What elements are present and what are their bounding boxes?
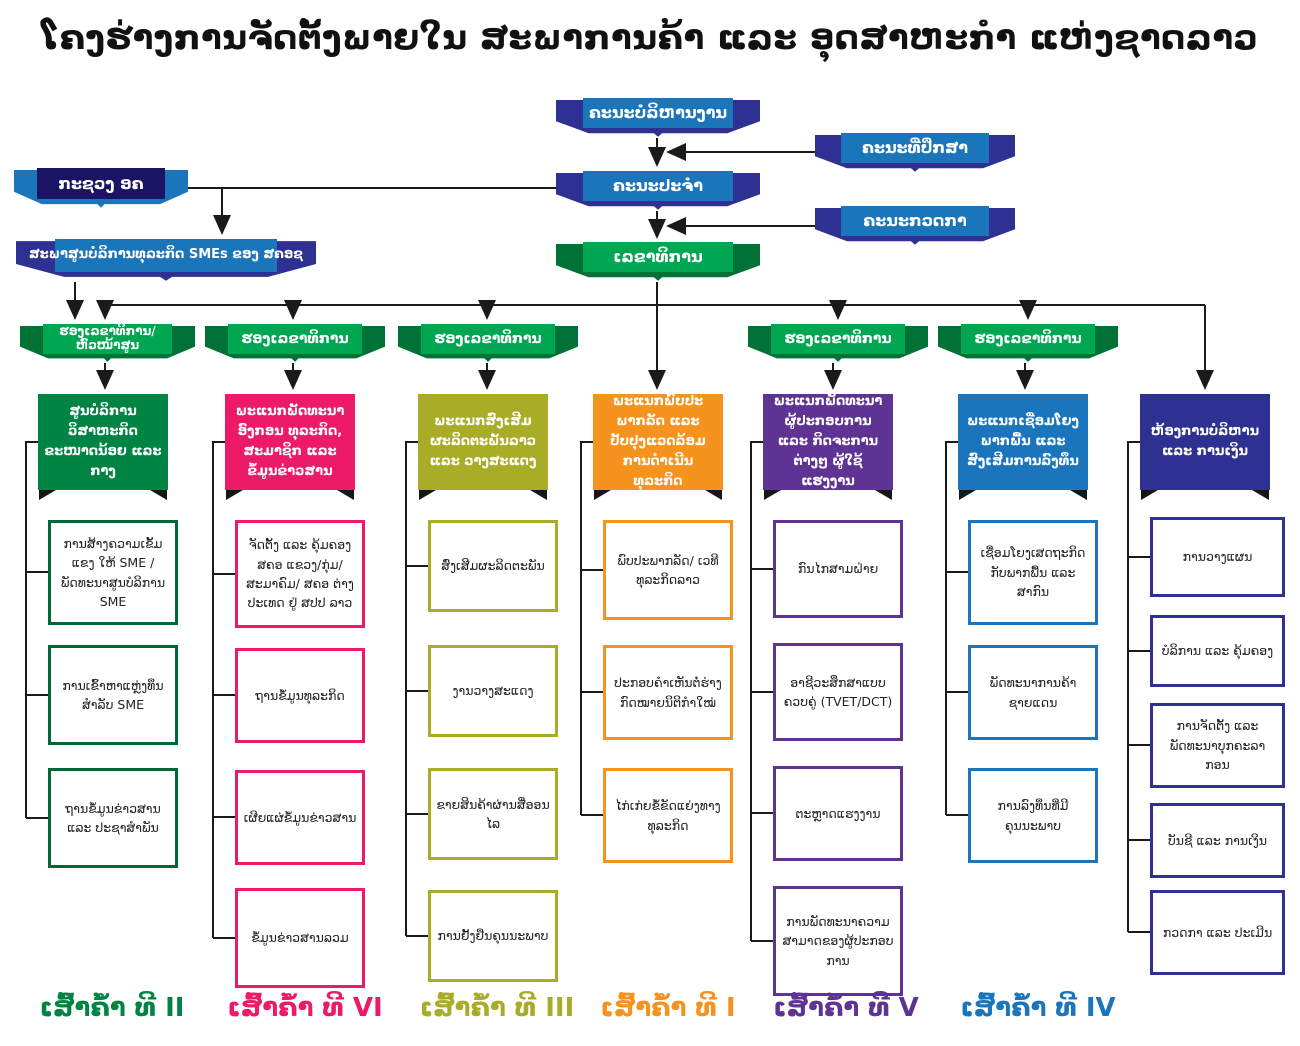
dept-header-label: ພະແນກສົ່ງເສີມ ຜະລິດຕະພັນລາວ ແລະ ວາງສະແດງ bbox=[429, 413, 537, 470]
dept-header-label: ພະແນກພັດທະນາຜູ້ປະກອບການ ແລະ ກິດຈະການຕ່າງ… bbox=[773, 393, 883, 490]
ribbon-center bbox=[55, 239, 277, 272]
sub-box: ການຢັ້ງຢືນຄຸນນະພາບ bbox=[428, 890, 558, 982]
sub-box: ການວາງແຜນ bbox=[1150, 517, 1285, 597]
deputy-label: ຮອງເລຂາທິການ bbox=[784, 331, 892, 348]
sme-council-label: ສະພາສູນບໍລິການທຸລະກິດ SMEs ຂອງ ສຄອຊ bbox=[29, 247, 303, 263]
secretariat-banner: ເລຂາທິການ bbox=[556, 242, 760, 282]
corner-fold-icon bbox=[530, 490, 547, 500]
corner-fold-icon bbox=[1141, 490, 1158, 500]
corner-fold-icon bbox=[959, 490, 976, 500]
deputy-banner-1: ຮອງເລຂາທິການ/ ຫົວໜ້າສູນ bbox=[20, 324, 195, 363]
dept-header-label: ພະແນກພົບປະພາກລັດ ແລະ ປັບປຸງແວດລ້ອມ ການດຳ… bbox=[610, 393, 706, 490]
pillar-label-6: ເສົ້າຄ້ຳ ທີ VI bbox=[227, 993, 383, 1023]
sub-box: ຂາຍສິນຄ້າຜ່ານສື່ອອນໄລ bbox=[428, 768, 558, 860]
sub-box: ຖານຂໍ້ມູນທຸລະກິດ bbox=[235, 648, 365, 743]
corner-fold-icon bbox=[764, 490, 781, 500]
dept-header-regional-integration: ພະແນກເຊື່ອມໂຍງພາກພື້ນ ແລະ ສົ່ງເສີມການລົງ… bbox=[958, 394, 1088, 500]
standing-banner: ຄະນະປະຈຳ bbox=[556, 171, 760, 211]
board-banner: ຄະນະບໍລິຫານງານ bbox=[556, 98, 760, 138]
corner-fold-icon bbox=[594, 490, 611, 500]
deputy-label: ຮອງເລຂາທິການ bbox=[241, 331, 349, 348]
sub-box: ພັດທະນາການຄ້າຊາຍແດນ bbox=[968, 645, 1098, 740]
dept-header-label: ພະແນກເຊື່ອມໂຍງພາກພື້ນ ແລະ ສົ່ງເສີມການລົງ… bbox=[967, 413, 1079, 470]
sub-box: ກົນໄກສາມຝ່າຍ bbox=[773, 520, 903, 618]
secretariat-label: ເລຂາທິການ bbox=[613, 247, 703, 267]
standing-label: ຄະນະປະຈຳ bbox=[613, 176, 703, 196]
deputy-label: ຮອງເລຂາທິການ bbox=[974, 331, 1082, 348]
deputy-label: ຮອງເລຂາທິການ/ ຫົວໜ້າສູນ bbox=[59, 324, 156, 353]
pillar-label-4: ເສົ້າຄ້ຳ ທີ IV bbox=[960, 993, 1116, 1023]
pillar-label-5: ເສົ້າຄ້ຳ ທີ V bbox=[773, 993, 919, 1023]
sub-box: ຕະຫຼາດແຮງງານ bbox=[773, 766, 903, 861]
dept-header-org-development: ພະແນກພັດທະນາອົງກອນ ທຸລະກິດ, ສະມາຊິກ ແລະ … bbox=[225, 394, 355, 500]
inspection-label: ຄະນະກວດກາ bbox=[863, 211, 967, 231]
dept-header-entrepreneur-development: ພະແນກພັດທະນາຜູ້ປະກອບການ ແລະ ກິດຈະການຕ່າງ… bbox=[763, 393, 893, 500]
sme-council-banner: ສະພາສູນບໍລິການທຸລະກິດ SMEs ຂອງ ສຄອຊ bbox=[16, 239, 316, 282]
sub-box: ປະກອບຄຳເຫັນຕໍ່ຮ່າງກົດໝາຍນິຕິກຳໃໝ່ bbox=[603, 645, 733, 740]
dept-header-public-relations: ພະແນກພົບປະພາກລັດ ແລະ ປັບປຸງແວດລ້ອມ ການດຳ… bbox=[593, 393, 723, 500]
corner-fold-icon bbox=[39, 490, 56, 500]
sub-box: ບັນຊີ ແລະ ການເງິນ bbox=[1150, 803, 1285, 878]
dept-header-label: ຫ້ອງການບໍລິຫານ ແລະ ການເງິນ bbox=[1150, 423, 1260, 459]
sub-box: ການລົງທຶນທີ່ມີຄຸນນະພາບ bbox=[968, 768, 1098, 863]
advisory-banner: ຄະນະທີ່ປຶກສາ bbox=[815, 133, 1015, 173]
ribbon-center bbox=[421, 324, 555, 354]
sub-box: ບໍລິການ ແລະ ຄຸ້ມຄອງ bbox=[1150, 615, 1285, 687]
corner-fold-icon bbox=[875, 490, 892, 500]
sub-box: ສົ່ງເສີມຜະລິດຕະພັນ bbox=[428, 520, 558, 612]
deputy-banner-4: ຮອງເລຂາທິການ bbox=[748, 324, 928, 363]
ribbon-center bbox=[582, 242, 734, 273]
sub-box: ໄກ່ເກ່ຍຂໍ້ຂັດແຍ່ງທາງທຸລະກິດ bbox=[603, 768, 733, 863]
sub-box: ເຊື່ອມໂຍງເສດຖະກິດ ກັບພາກພື້ນ ແລະ ສາກົນ bbox=[968, 520, 1098, 625]
ribbon-center bbox=[42, 324, 173, 354]
sub-box: ການຈັດຕັ້ງ ແລະ ພັດທະນາບຸກຄະລາກອນ bbox=[1150, 703, 1285, 788]
corner-fold-icon bbox=[150, 490, 167, 500]
sub-box: ຖານຂໍ້ມູນຂ່າວສານ ແລະ ປະຊາສຳພັນ bbox=[48, 768, 178, 868]
ribbon-center bbox=[771, 324, 905, 354]
pillar-label-2: ເສົ້າຄ້ຳ ທີ II bbox=[39, 993, 185, 1023]
pillar-label-3: ເສົ້າຄ້ຳ ທີ III bbox=[419, 993, 575, 1023]
board-label: ຄະນະບໍລິຫານງານ bbox=[588, 103, 728, 123]
page-title: ໂຄງຮ່າງການຈັດຕັ້ງພາຍໃນ ສະພາການຄ້າ ແລະ ອຸ… bbox=[41, 18, 1259, 58]
ribbon-center bbox=[582, 98, 734, 129]
sub-box: ພົບປະພາກລັດ/ ເວທີທຸລະກິດລາວ bbox=[603, 520, 733, 620]
dept-header-sme-center: ສູນບໍລິການ ວິສາຫະກິດ ຂະໜາດນ້ອຍ ແລະ ກາງ bbox=[38, 394, 168, 500]
corner-fold-icon bbox=[226, 490, 243, 500]
deputy-label: ຮອງເລຂາທິການ bbox=[434, 331, 542, 348]
sub-box: ງານວາງສະແດງ bbox=[428, 645, 558, 737]
ribbon-center bbox=[961, 324, 1095, 354]
sub-box: ການເຂົ້າຫາແຫຼ່ງທຶນສຳລັບ SME bbox=[48, 645, 178, 745]
dept-header-label: ສູນບໍລິການ ວິສາຫະກິດ ຂະໜາດນ້ອຍ ແລະ ກາງ bbox=[44, 403, 162, 480]
sub-box: ຈັດຕັ້ງ ແລະ ຄຸ້ມຄອງ ສຄອ ແຂວງ/ກຸ່ມ/ສະມາຄົ… bbox=[235, 520, 365, 628]
corner-fold-icon bbox=[337, 490, 354, 500]
ministry-banner: ກະຊວງ ອຄ bbox=[14, 168, 188, 209]
corner-fold-icon bbox=[1070, 490, 1087, 500]
deputy-banner-5: ຮອງເລຂາທິການ bbox=[938, 324, 1118, 363]
deputy-banner-3: ຮອງເລຂາທິການ bbox=[398, 324, 578, 363]
ribbon-center bbox=[228, 324, 362, 354]
sub-box: ຂໍ້ມູນຂ່າວສານລວມ bbox=[235, 888, 365, 988]
ribbon-center bbox=[841, 206, 989, 237]
ribbon-center bbox=[582, 171, 734, 202]
ribbon-center bbox=[841, 133, 989, 164]
sub-box: ການພັດທະນາຄວາມສາມາດຂອງຜູ້ປະກອບການ bbox=[773, 886, 903, 996]
dept-header-label: ພະແນກພັດທະນາອົງກອນ ທຸລະກິດ, ສະມາຊິກ ແລະ … bbox=[235, 403, 345, 480]
ministry-label: ກະຊວງ ອຄ bbox=[58, 173, 144, 193]
sub-box: ເຜີຍແຜ່ຂໍ້ມູນຂ່າວສານ bbox=[235, 770, 365, 865]
corner-fold-icon bbox=[1252, 490, 1269, 500]
advisory-label: ຄະນະທີ່ປຶກສາ bbox=[861, 138, 969, 158]
dept-header-product-promotion: ພະແນກສົ່ງເສີມ ຜະລິດຕະພັນລາວ ແລະ ວາງສະແດງ bbox=[418, 394, 548, 500]
corner-fold-icon bbox=[419, 490, 436, 500]
sub-box: ອາຊີວະສຶກສາແບບຄວບຄູ່ (TVET/DCT) bbox=[773, 643, 903, 741]
inspection-banner: ຄະນະກວດກາ bbox=[815, 206, 1015, 246]
sub-box: ກວດກາ ແລະ ປະເມີນ bbox=[1150, 890, 1285, 975]
ribbon-center bbox=[36, 168, 166, 200]
dept-header-admin-finance: ຫ້ອງການບໍລິຫານ ແລະ ການເງິນ bbox=[1140, 394, 1270, 500]
deputy-banner-2: ຮອງເລຂາທິການ bbox=[205, 324, 385, 363]
corner-fold-icon bbox=[705, 490, 722, 500]
pillar-label-1: ເສົ້າຄ້ຳ ທີ I bbox=[600, 993, 736, 1023]
sub-box: ການສ້າງຄວາມເຂັ້ມແຂງ ໃຫ້ SME / ພັດທະນາສູນ… bbox=[48, 520, 178, 625]
